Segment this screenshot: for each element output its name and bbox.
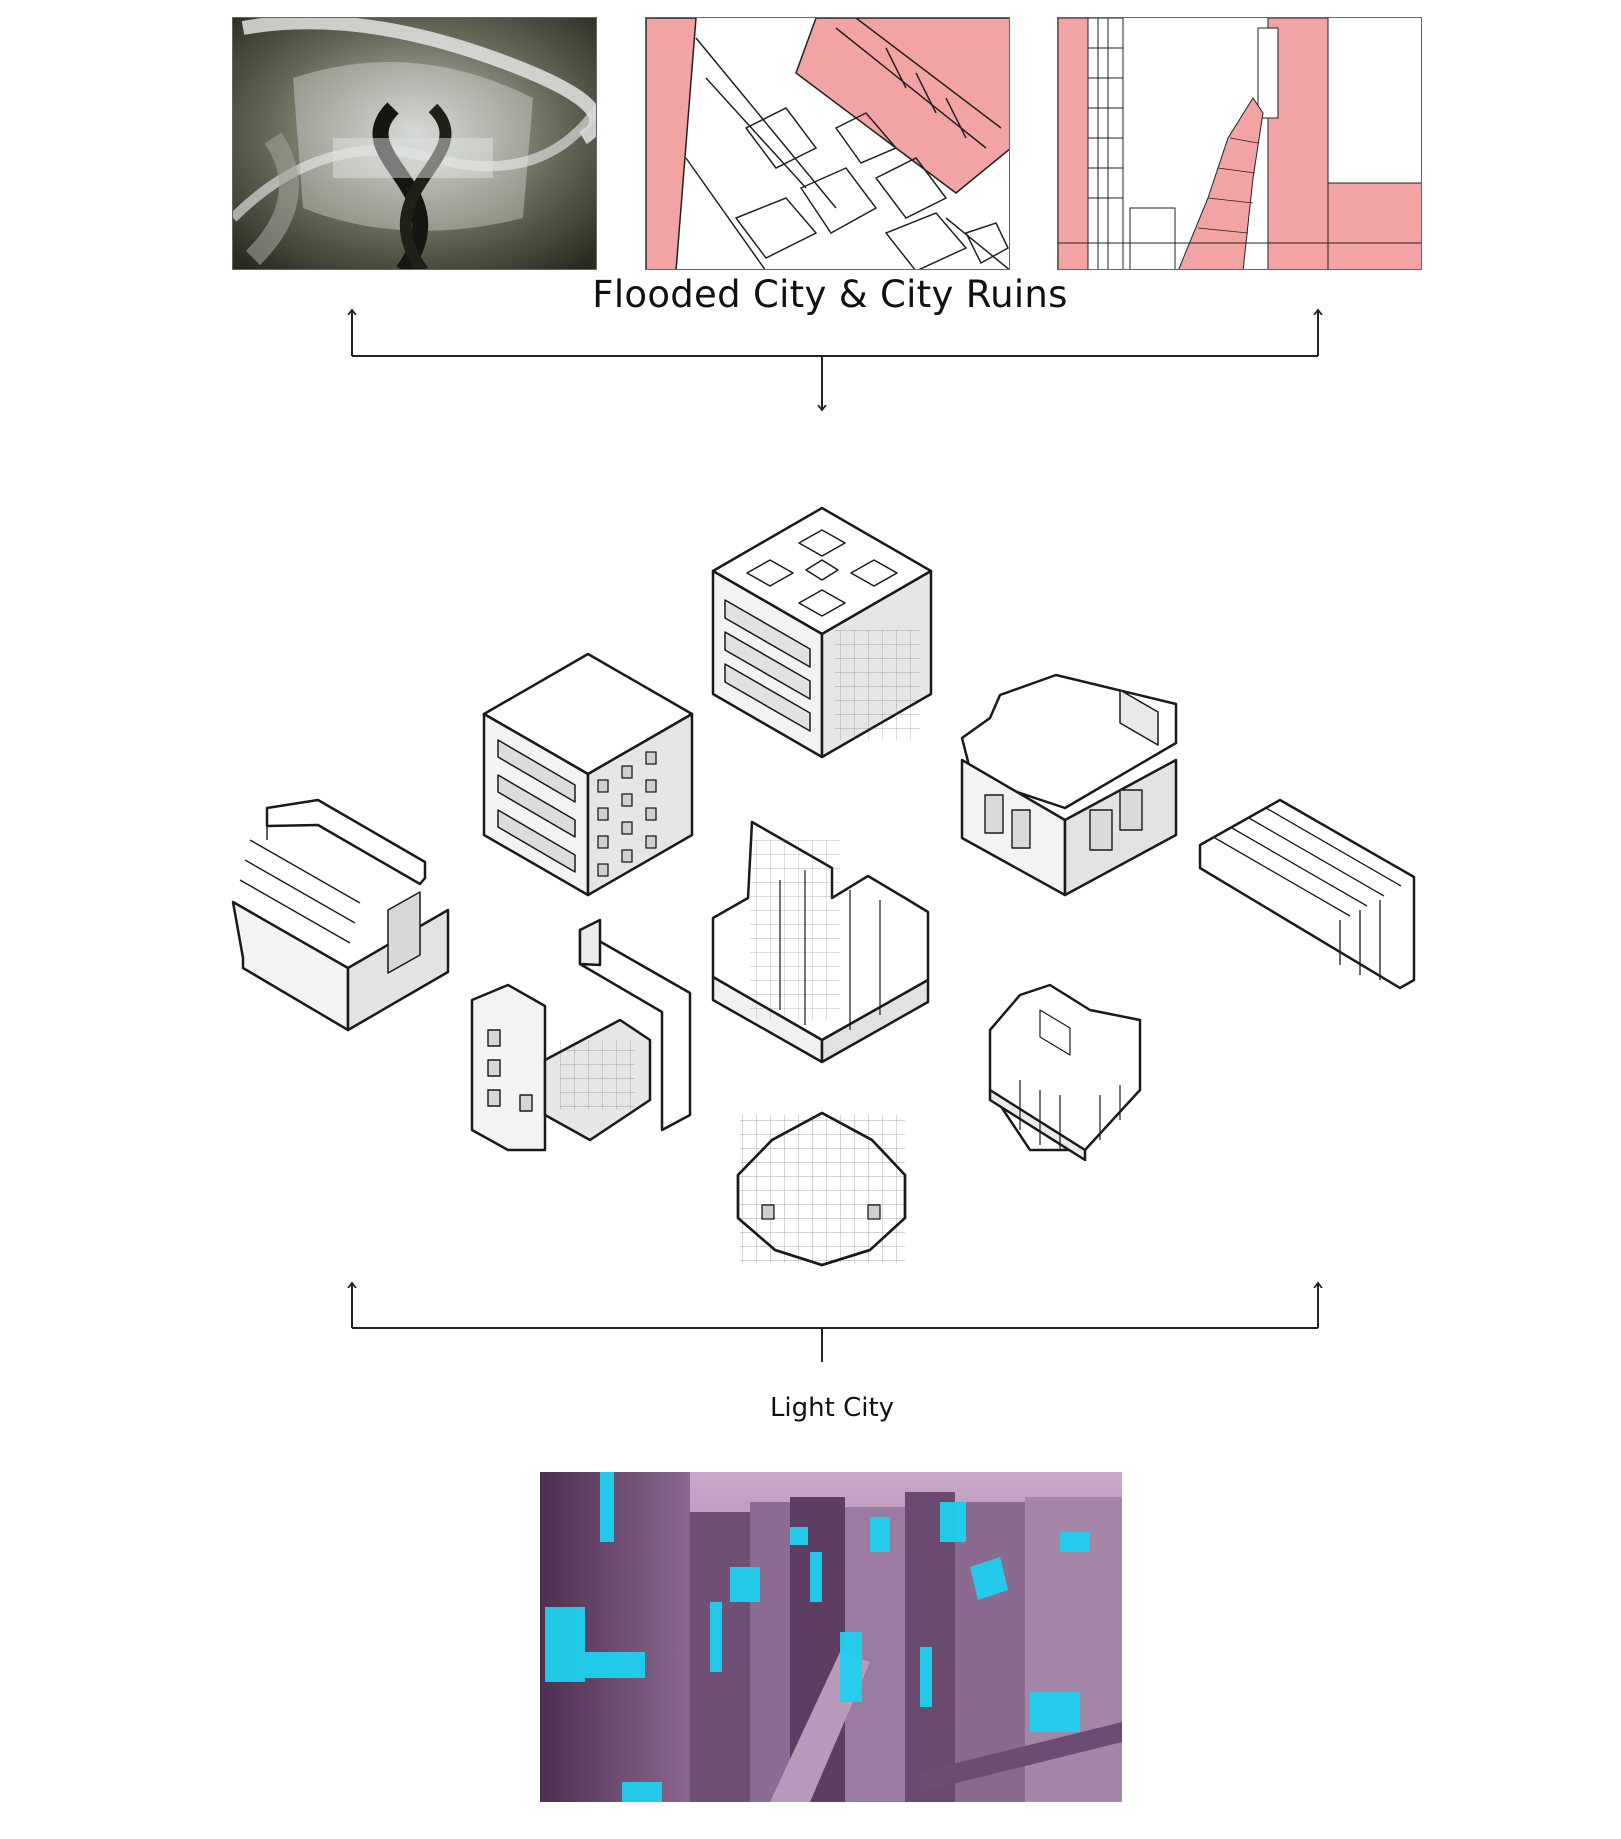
module-crystal-cluster <box>988 983 1142 1162</box>
city-ruins-plan-drawing <box>645 17 1010 270</box>
city-ruins-elevation-drawing <box>1057 17 1422 270</box>
module-grid-pod <box>736 1111 907 1267</box>
module-pixel-tower <box>711 820 930 1064</box>
flooded-city-render-art <box>233 18 596 269</box>
module-slatted-ramp <box>1198 798 1416 990</box>
city-ruins-elevation-art <box>1058 18 1421 269</box>
module-l-frame <box>470 918 692 1152</box>
light-city-render <box>540 1472 1122 1802</box>
module-window-block <box>482 652 694 897</box>
light-city-caption: Light City <box>769 1393 895 1423</box>
isometric-modules <box>231 506 1416 1267</box>
module-patterned-cube <box>711 506 933 759</box>
top-bracket-connector <box>352 310 1318 410</box>
flooded-city-caption: Flooded City & City Ruins <box>592 273 1068 316</box>
light-city-render-art <box>540 1472 1122 1802</box>
bottom-bracket-connector <box>352 1283 1318 1362</box>
city-ruins-plan-art <box>646 18 1009 269</box>
flooded-city-render <box>232 17 597 270</box>
module-stepped-house <box>231 798 450 1032</box>
module-notched-block <box>960 673 1178 897</box>
